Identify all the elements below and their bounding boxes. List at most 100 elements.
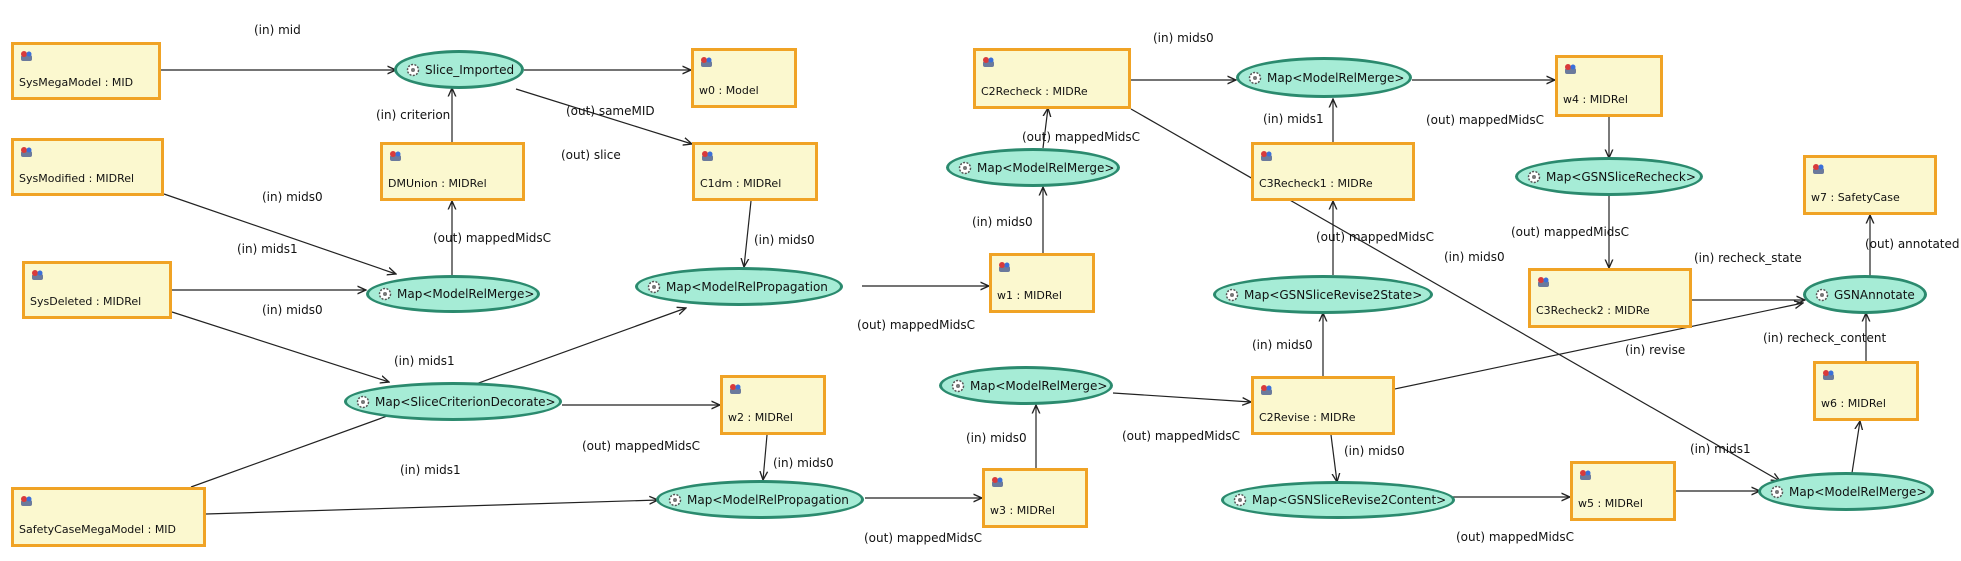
artifact-c2revise[interactable]: C2Revise : MIDRe xyxy=(1251,376,1395,435)
operator-label: Map<GSNSliceRevise2State> xyxy=(1244,287,1423,302)
operator-label: Map<ModelRelPropagation xyxy=(666,279,828,294)
model-icon xyxy=(21,51,32,61)
edge-label: (in) criterion xyxy=(376,108,451,122)
model-icon xyxy=(1580,470,1591,480)
edge-label: (out) mappedMidsC xyxy=(1456,530,1575,544)
model-icon xyxy=(390,151,401,161)
model-icon xyxy=(983,57,994,67)
edge-safetycase-prop2 xyxy=(205,500,658,515)
edge-label: (in) recheck_state xyxy=(1694,251,1802,265)
gear-icon xyxy=(647,280,661,293)
model-icon xyxy=(992,477,1003,487)
artifact-w2[interactable]: w2 : MIDRel xyxy=(720,375,826,435)
operator-map-modelrelmerge-1[interactable]: Map<ModelRelMerge> xyxy=(366,275,540,313)
artifact-dmunion[interactable]: DMUnion : MIDRel xyxy=(380,142,525,201)
model-icon xyxy=(702,151,713,161)
operator-slice-imported[interactable]: Slice_Imported xyxy=(394,50,524,89)
gear-icon xyxy=(1527,170,1541,183)
artifact-w6[interactable]: w6 : MIDRel xyxy=(1813,361,1919,421)
edge-label: (in) mids0 xyxy=(1344,444,1405,458)
artifact-w4[interactable]: w4 : MIDRel xyxy=(1555,55,1663,117)
edge-label: (in) mids0 xyxy=(262,190,323,204)
model-icon xyxy=(999,262,1010,272)
edge-w2-prop2 xyxy=(763,434,767,480)
artifact-w5[interactable]: w5 : MIDRel xyxy=(1570,461,1676,521)
operator-gsnannotate[interactable]: GSNAnnotate xyxy=(1803,275,1927,314)
artifact-w0[interactable]: w0 : Model xyxy=(691,48,797,108)
artifact-label: w3 : MIDRel xyxy=(990,504,1055,517)
edge-merge5b-w6 xyxy=(1851,421,1860,474)
operator-map-modelrelmerge-3[interactable]: Map<ModelRelMerge> xyxy=(939,366,1113,405)
edge-label: (in) mids1 xyxy=(1263,112,1324,126)
operator-label: Map<GSNSliceRecheck> xyxy=(1546,169,1696,184)
artifact-label: w1 : MIDRel xyxy=(997,289,1062,302)
artifact-sysmodified[interactable]: SysModified : MIDRel xyxy=(11,138,164,196)
operator-map-gsnslicerevise2state[interactable]: Map<GSNSliceRevise2State> xyxy=(1213,275,1433,314)
artifact-w1[interactable]: w1 : MIDRel xyxy=(989,253,1095,313)
artifact-label: SafetyCaseMegaModel : MID xyxy=(19,523,177,536)
artifact-w7[interactable]: w7 : SafetyCase xyxy=(1803,155,1937,215)
edge-label: (in) recheck_content xyxy=(1763,331,1887,345)
edge-label: (in) mids0 xyxy=(972,215,1033,229)
edge-label: (out) mappedMidsC xyxy=(1122,429,1241,443)
artifact-c3recheck1[interactable]: C3Recheck1 : MIDRe xyxy=(1251,142,1415,201)
operator-map-slicecriteriondecorate[interactable]: Map<SliceCriterionDecorate> xyxy=(344,382,562,421)
edge-label: (out) slice xyxy=(561,148,621,162)
edge-label: (out) mappedMidsC xyxy=(1316,230,1435,244)
operator-label: Map<ModelRelMerge> xyxy=(1267,70,1405,85)
edge-label: (out) mappedMidsC xyxy=(1426,113,1545,127)
operator-label: GSNAnnotate xyxy=(1834,287,1915,302)
artifact-c1dm[interactable]: C1dm : MIDRel xyxy=(692,142,818,201)
operator-map-modelrelmerge-5[interactable]: Map<ModelRelMerge> xyxy=(1758,472,1934,511)
gear-icon xyxy=(1815,288,1829,301)
operator-label: Map<ModelRelMerge> xyxy=(970,378,1108,393)
edge-label: (out) mappedMidsC xyxy=(433,231,552,245)
edge-label: (in) revise xyxy=(1625,343,1686,357)
operator-map-modelrelpropagation-2[interactable]: Map<ModelRelPropagation xyxy=(656,480,864,519)
edge-c2revise-gsnannotate xyxy=(1389,303,1803,391)
operator-map-gsnslicerecheck[interactable]: Map<GSNSliceRecheck> xyxy=(1515,157,1703,196)
gear-icon xyxy=(1770,485,1784,498)
edge-merge2-c2recheck xyxy=(1042,108,1048,149)
operator-map-modelrelpropagation-1[interactable]: Map<ModelRelPropagation xyxy=(635,267,843,306)
model-icon xyxy=(1261,385,1272,395)
edge-label: (in) mids0 xyxy=(754,233,815,247)
artifact-label: DMUnion : MIDRel xyxy=(388,177,487,190)
operator-label: Map<GSNSliceRevise2Content> xyxy=(1252,493,1447,507)
model-icon xyxy=(21,496,32,506)
artifact-c3recheck2[interactable]: C3Recheck2 : MIDRe xyxy=(1528,268,1692,328)
model-icon xyxy=(1813,164,1824,174)
artifact-sysdeleted[interactable]: SysDeleted : MIDRel xyxy=(22,261,172,319)
artifact-label: SysMegaModel : MID xyxy=(19,76,134,89)
gear-icon xyxy=(1233,493,1247,507)
model-icon xyxy=(701,57,712,67)
artifact-c2recheck[interactable]: C2Recheck : MIDRe xyxy=(973,48,1131,109)
edge-c2revise-revise2content xyxy=(1330,434,1337,482)
operator-map-gsnslicerevise2content[interactable]: Map<GSNSliceRevise2Content> xyxy=(1221,481,1455,519)
artifact-w3[interactable]: w3 : MIDRel xyxy=(982,468,1088,528)
operator-map-modelrelmerge-2[interactable]: Map<ModelRelMerge> xyxy=(946,148,1120,187)
artifact-label: w5 : MIDRel xyxy=(1578,497,1643,510)
artifact-label: C1dm : MIDRel xyxy=(700,177,782,190)
edge-label: (out) sameMID xyxy=(566,104,655,118)
edge-label: (in) mids1 xyxy=(237,242,298,256)
edge-label: (in) mids1 xyxy=(1690,442,1751,456)
artifact-label: w7 : SafetyCase xyxy=(1811,191,1900,204)
gear-icon xyxy=(378,287,392,301)
edge-label: (out) mappedMidsC xyxy=(1511,225,1630,239)
artifact-sysmegamodel[interactable]: SysMegaModel : MID xyxy=(11,42,161,100)
model-icon xyxy=(1538,277,1549,287)
artifact-safetycasemegamodel[interactable]: SafetyCaseMegaModel : MID xyxy=(11,487,206,547)
edge-label: (in) mids0 xyxy=(1153,31,1214,45)
operator-map-modelrelmerge-4[interactable]: Map<ModelRelMerge> xyxy=(1236,57,1412,98)
operator-label: Map<ModelRelPropagation xyxy=(687,492,849,507)
edge-slice-c1dm xyxy=(515,88,692,144)
artifact-label: C3Recheck1 : MIDRe xyxy=(1259,177,1373,190)
edge-c1dm-prop1 xyxy=(744,200,752,267)
edge-label: (in) mids0 xyxy=(773,456,834,470)
operator-label: Map<SliceCriterionDecorate> xyxy=(375,394,556,409)
model-icon xyxy=(1261,151,1272,161)
edge-label: (out) mappedMidsC xyxy=(1022,130,1141,144)
operator-label: Map<ModelRelMerge> xyxy=(397,287,535,301)
edge-label: (out) mappedMidsC xyxy=(582,439,701,453)
